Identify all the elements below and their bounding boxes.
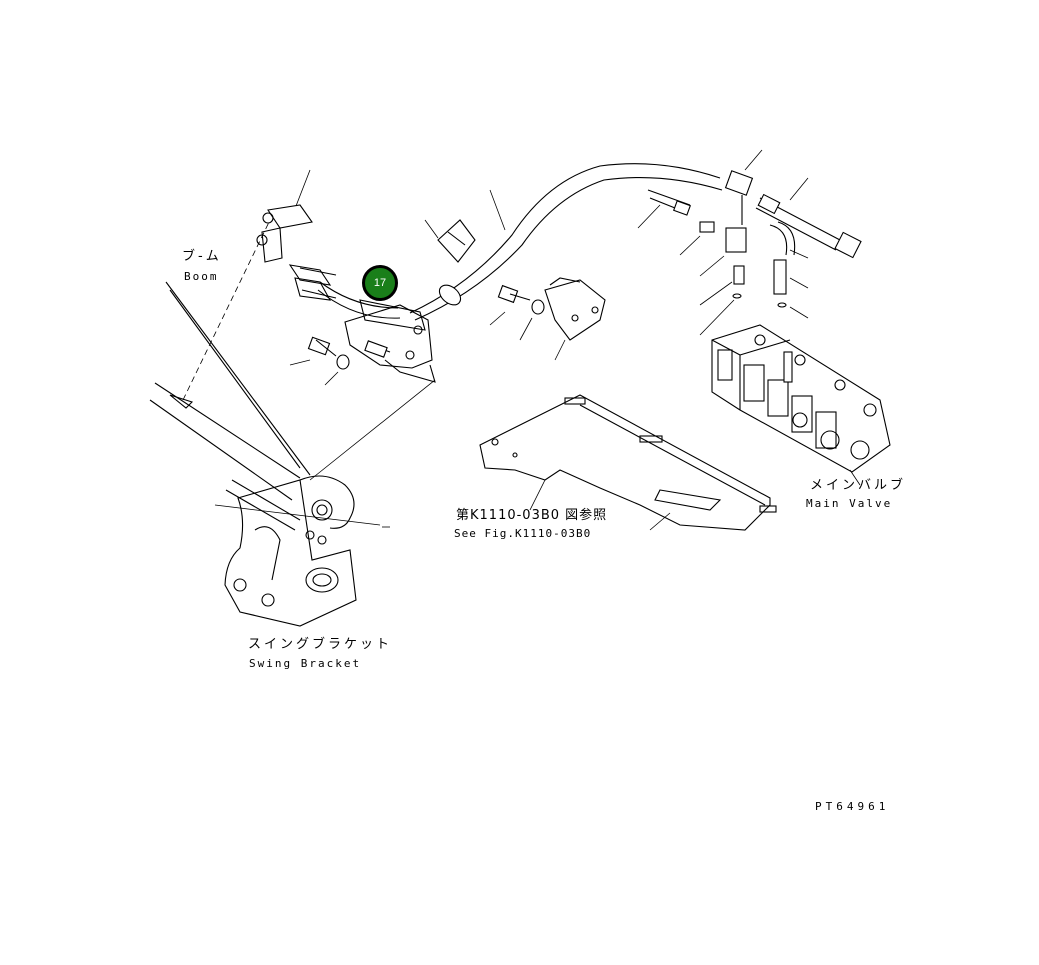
mid-bracket	[424, 219, 606, 361]
main-valve-label-jp: メインバルブ	[810, 478, 907, 493]
swing-bracket-drawing	[214, 379, 436, 627]
see-fig-label-en: See Fig.K1110-03B0	[454, 527, 592, 540]
hose-line	[317, 163, 723, 321]
drawing-number: PT64961	[815, 800, 890, 813]
boom-label-jp: ブ-ム	[182, 249, 222, 264]
hose-bracket-assembly	[289, 299, 436, 386]
callout-17[interactable]: 17	[362, 265, 398, 301]
main-valve-label-en: Main Valve	[806, 497, 893, 510]
main-valve-drawing	[711, 324, 891, 486]
hose-clamp-group	[256, 169, 337, 301]
boom-drawing	[149, 219, 311, 531]
swing-bracket-label-jp: スイングブラケット	[248, 637, 393, 652]
boom-label-en: Boom	[184, 270, 219, 283]
see-fig-label-jp: 第K1110-03B0 図参照	[456, 508, 608, 523]
cover-plate	[479, 394, 777, 531]
swing-bracket-label-en: Swing Bracket	[249, 657, 362, 670]
valve-fittings	[637, 149, 862, 336]
